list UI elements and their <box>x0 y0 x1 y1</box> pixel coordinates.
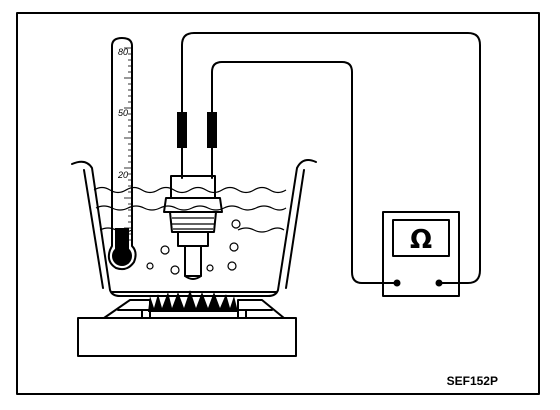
thermometer-label-80: 80 <box>118 47 128 57</box>
ohmmeter: Ω <box>382 211 460 297</box>
burner-base <box>77 317 297 357</box>
boiling-bubbles <box>146 219 241 275</box>
lead-wires <box>181 32 481 284</box>
thermometer-label-20: 20 <box>117 170 128 180</box>
temperature-sensor <box>163 175 223 280</box>
figure-code: SEF152P <box>447 374 498 388</box>
ohm-symbol-icon: Ω <box>410 225 432 255</box>
terminal-right <box>435 279 443 287</box>
ohmmeter-display <box>392 219 450 257</box>
probe-right <box>207 112 217 148</box>
thermometer-scale <box>124 47 132 241</box>
thermometer-label-50: 50 <box>118 108 128 118</box>
terminal-left <box>393 279 401 287</box>
diagram-frame <box>16 12 540 395</box>
gas-burner <box>77 290 297 357</box>
probe-left <box>177 112 187 148</box>
thermometer: 80 50 20 <box>107 37 137 271</box>
